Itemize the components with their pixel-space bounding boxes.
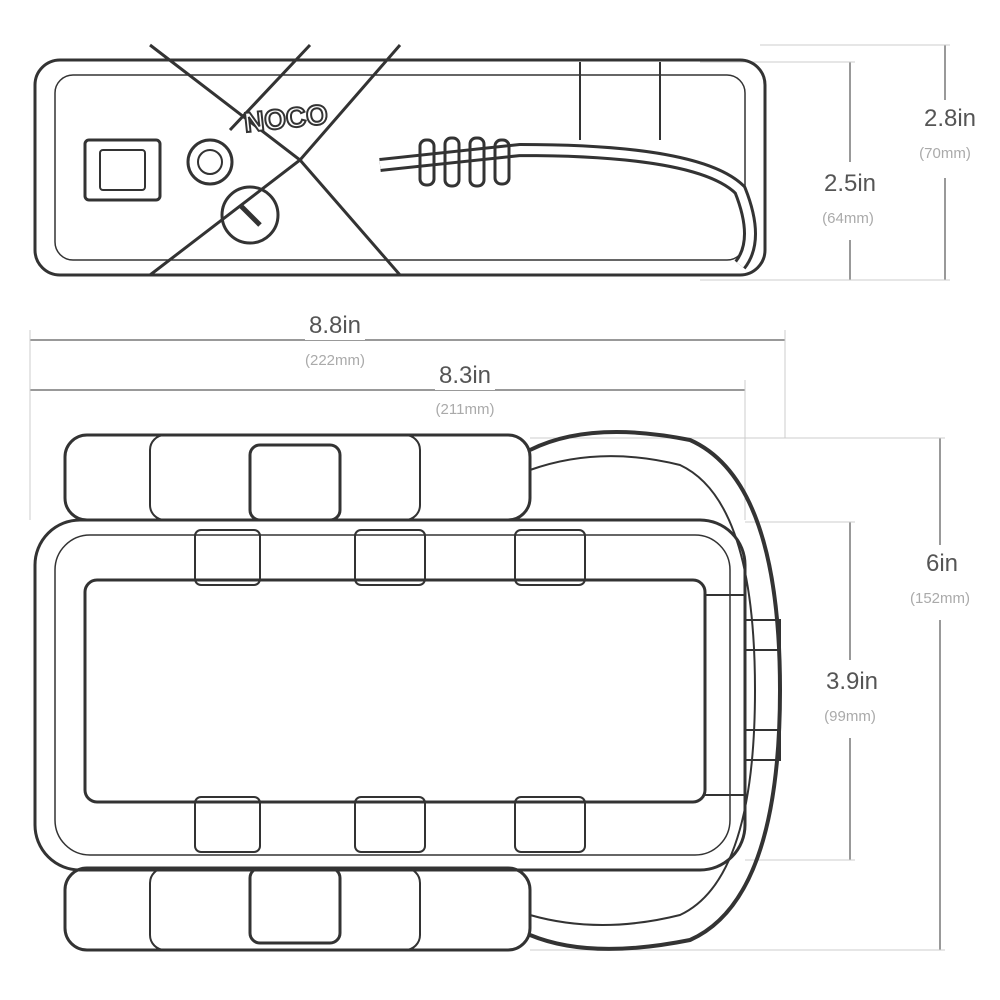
width-body-mm: (99mm) — [824, 708, 876, 725]
power-button — [186, 138, 234, 186]
height-total-mm: (70mm) — [919, 145, 971, 162]
width-total-in: 6in — [925, 550, 959, 577]
length-body-in: 8.3in — [434, 362, 496, 390]
led-panel — [704, 594, 746, 796]
top-tabs — [194, 529, 586, 853]
main-body — [33, 518, 747, 872]
dimension-lines — [29, 44, 950, 951]
height-total-in: 2.8in — [923, 105, 977, 132]
length-total-mm: (222mm) — [304, 352, 366, 369]
length-body-mm: (211mm) — [435, 401, 495, 418]
height-body-mm: (64mm) — [822, 210, 874, 227]
height-body-in: 2.5in — [823, 170, 877, 197]
width-total-mm: (152mm) — [909, 590, 971, 607]
screw-cap — [220, 185, 280, 245]
cable-loop — [529, 430, 783, 951]
center-window — [83, 578, 707, 804]
svg-text:NOCO: NOCO — [242, 99, 329, 139]
usb-port — [83, 138, 162, 202]
length-total-in: 8.8in — [304, 312, 366, 340]
cable-grip — [418, 136, 511, 188]
top-handle — [63, 433, 532, 522]
side-view — [33, 43, 767, 277]
bottom-handle — [63, 866, 532, 952]
top-view — [33, 430, 783, 952]
side-x-strap — [149, 43, 402, 277]
width-body-in: 3.9in — [825, 668, 879, 695]
